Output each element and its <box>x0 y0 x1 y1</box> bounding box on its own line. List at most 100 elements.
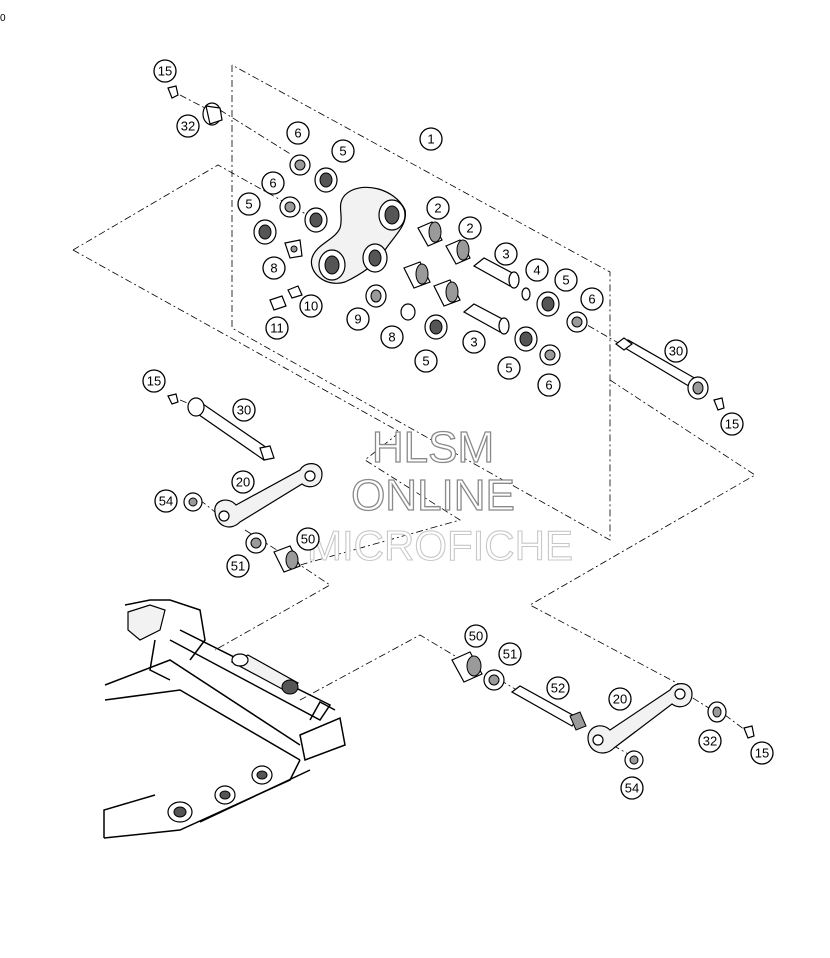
svg-text:5: 5 <box>505 361 512 376</box>
fitting-10 <box>287 285 303 299</box>
svg-text:50: 50 <box>301 532 315 547</box>
callout-51-upper: 51 <box>226 554 250 578</box>
needle-bearing-2-b <box>445 239 471 265</box>
callout-6-right-lower: 6 <box>537 373 561 397</box>
callout-15-left-mid: 15 <box>142 369 166 393</box>
svg-text:5: 5 <box>422 354 429 369</box>
needle-bearing-2-d <box>433 279 461 307</box>
callout-2-a: 2 <box>426 196 450 220</box>
svg-text:6: 6 <box>294 126 301 141</box>
svg-text:11: 11 <box>270 321 284 336</box>
callout-1: 1 <box>419 127 443 151</box>
callout-4: 4 <box>525 258 549 282</box>
watermark-line-2: ONLINE <box>351 471 515 520</box>
callout-54-upper: 54 <box>154 489 178 513</box>
svg-text:9: 9 <box>354 312 361 327</box>
callout-20-lower: 20 <box>608 687 632 711</box>
nut-54-upper <box>183 492 203 512</box>
seal-6-mid <box>279 196 301 218</box>
callout-6-mid: 6 <box>261 171 285 195</box>
bearing-50-upper <box>273 545 301 573</box>
sleeve-3-b <box>462 303 510 335</box>
bushing-5-mid <box>304 207 328 233</box>
callout-2-b: 2 <box>458 216 482 240</box>
svg-text:4: 4 <box>533 263 540 278</box>
svg-text:15: 15 <box>158 64 172 79</box>
callout-5-upper: 5 <box>331 139 355 163</box>
svg-text:51: 51 <box>503 647 517 662</box>
collar-9 <box>365 284 387 308</box>
svg-text:20: 20 <box>613 692 627 707</box>
callout-5-right: 5 <box>554 268 578 292</box>
cap-15-left-mid <box>167 393 179 405</box>
callout-6-upper: 6 <box>286 121 310 145</box>
bushing-51-lower <box>483 669 505 691</box>
shaft-52 <box>510 685 587 731</box>
svg-text:52: 52 <box>551 681 565 696</box>
bushing-5-center-lower <box>424 314 448 340</box>
cap-15-lower <box>743 725 755 739</box>
swingarm-frame <box>103 599 346 839</box>
dashed-outline-leaders <box>72 64 756 756</box>
svg-text:10: 10 <box>304 299 318 314</box>
seal-6-right-lower <box>539 344 561 366</box>
seal-6-upper <box>289 154 311 176</box>
watermark: HLSM ONLINE MICROFICHE <box>306 422 573 569</box>
callout-20-upper: 20 <box>231 470 255 494</box>
watermark-line-3: MICROFICHE <box>307 522 573 569</box>
callout-5-left: 5 <box>237 192 261 216</box>
svg-text:54: 54 <box>625 781 639 796</box>
bushing-5-upper <box>314 167 338 193</box>
callout-15-lower: 15 <box>750 741 774 765</box>
bushing-51-upper <box>245 532 267 554</box>
fitting-8-center <box>400 303 416 321</box>
svg-text:32: 32 <box>181 119 195 134</box>
svg-text:32: 32 <box>703 734 717 749</box>
svg-text:3: 3 <box>502 247 509 262</box>
svg-text:8: 8 <box>270 261 277 276</box>
callout-8-left: 8 <box>262 256 286 280</box>
needle-bearing-2-a <box>417 221 443 247</box>
svg-text:51: 51 <box>231 559 245 574</box>
callout-3-a: 3 <box>494 242 518 266</box>
callout-30-right: 30 <box>664 339 688 363</box>
svg-text:2: 2 <box>434 201 441 216</box>
svg-text:5: 5 <box>562 273 569 288</box>
svg-text:1: 1 <box>427 132 434 147</box>
watermark-line-1: HLSM <box>372 423 494 472</box>
link-rod-20-upper <box>214 463 323 528</box>
corner-label: 0 <box>0 13 6 24</box>
ring-4 <box>521 287 531 301</box>
callout-30-left: 30 <box>232 398 256 422</box>
callout-52: 52 <box>546 676 570 700</box>
svg-text:6: 6 <box>545 378 552 393</box>
svg-text:15: 15 <box>725 417 739 432</box>
link-rod-20-lower <box>587 683 693 754</box>
callout-8-center: 8 <box>380 325 404 349</box>
cap-15-right <box>713 397 725 411</box>
linkage-arm-1 <box>310 186 407 284</box>
svg-text:2: 2 <box>466 221 473 236</box>
callout-51-lower: 51 <box>498 642 522 666</box>
callout-6-right: 6 <box>580 287 604 311</box>
bearing-50-lower <box>451 651 483 683</box>
callout-32-top-left: 32 <box>176 114 200 138</box>
callout-50-lower: 50 <box>464 624 488 648</box>
nut-32-top-left <box>202 102 223 126</box>
svg-text:30: 30 <box>237 403 251 418</box>
callout-3-b: 3 <box>462 330 486 354</box>
svg-text:6: 6 <box>588 292 595 307</box>
needle-bearing-2-c <box>403 261 431 289</box>
sleeve-3-a <box>472 257 520 289</box>
svg-text:15: 15 <box>755 746 769 761</box>
callout-5-right-lower: 5 <box>497 356 521 380</box>
fitting-8-left <box>284 239 303 259</box>
nut-32-lower <box>707 701 727 723</box>
callout-15-right: 15 <box>720 412 744 436</box>
svg-text:54: 54 <box>159 494 173 509</box>
svg-text:5: 5 <box>245 197 252 212</box>
callout-15-top-left: 15 <box>153 59 177 83</box>
seal-6-right-upper <box>566 311 588 333</box>
svg-text:50: 50 <box>469 629 483 644</box>
svg-text:3: 3 <box>470 335 477 350</box>
